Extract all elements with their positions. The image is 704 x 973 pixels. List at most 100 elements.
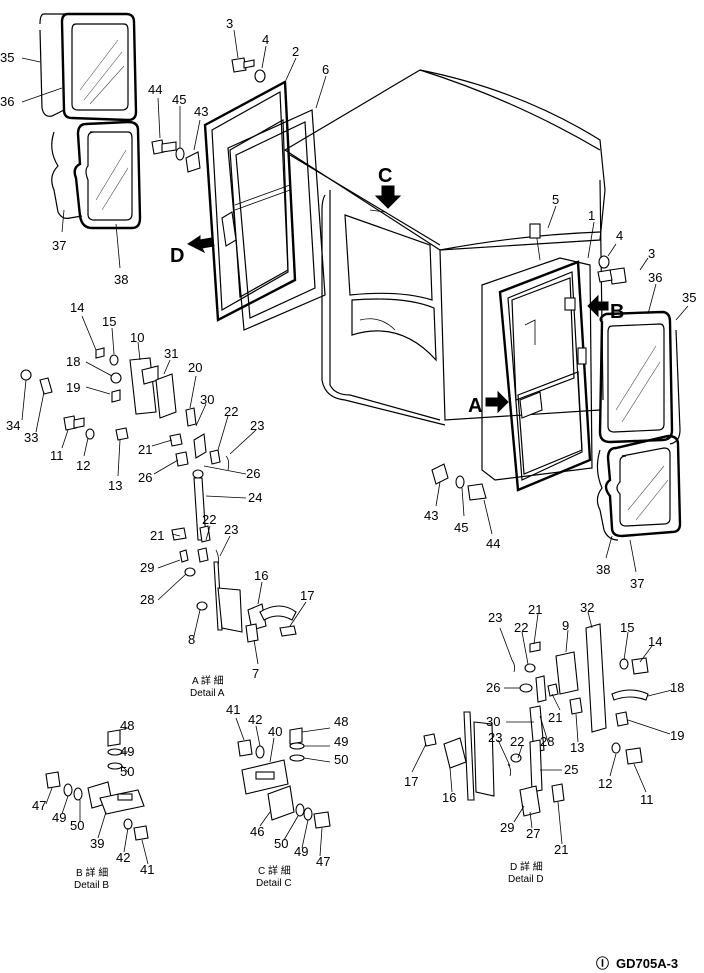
callout-23: 23 — [488, 610, 502, 625]
view-arrow-d: D — [170, 235, 215, 267]
callout-47: 47 — [32, 798, 46, 813]
callout-21: 21 — [150, 528, 164, 543]
detail-a-parts — [20, 347, 297, 643]
callout-13: 13 — [108, 478, 122, 493]
bolt-3-right — [597, 267, 627, 285]
callout-26: 26 — [486, 680, 500, 695]
callout-37: 37 — [630, 576, 644, 591]
left-door — [185, 80, 326, 331]
callout-43: 43 — [424, 508, 438, 523]
callout-3: 3 — [648, 246, 655, 261]
detail-c-caption: Detail C — [256, 878, 292, 889]
callout-18: 18 — [66, 354, 80, 369]
callout-4: 4 — [616, 228, 623, 243]
callout-49: 49 — [334, 734, 348, 749]
callout-21: 21 — [548, 710, 562, 725]
callout-48: 48 — [120, 718, 134, 733]
callout-46: 46 — [250, 824, 264, 839]
view-letter-c: C — [378, 165, 392, 187]
callout-21: 21 — [138, 442, 152, 457]
callout-43: 43 — [194, 104, 208, 119]
window-right-lower-38 — [604, 434, 682, 538]
callout-45: 45 — [172, 92, 186, 107]
callout-19: 19 — [670, 728, 684, 743]
detail-b-caption-jp: B 詳 細 — [76, 866, 108, 879]
detail-d-parts — [423, 623, 649, 817]
callout-36: 36 — [648, 270, 662, 285]
callout-21: 21 — [528, 602, 542, 617]
window-seal-right-37 — [596, 449, 619, 541]
callout-34: 34 — [6, 418, 20, 433]
callout-33: 33 — [24, 430, 38, 445]
drawing-code: Ⓘ GD705A-3 — [596, 956, 678, 971]
callout-42: 42 — [116, 850, 130, 865]
cab-body — [283, 69, 606, 426]
callout-19: 19 — [66, 380, 80, 395]
callout-22: 22 — [202, 512, 216, 527]
callout-40: 40 — [268, 724, 282, 739]
callout-50: 50 — [334, 752, 348, 767]
callout-17: 17 — [300, 588, 314, 603]
callout-28: 28 — [140, 592, 154, 607]
bracket-43-bottom — [431, 463, 449, 485]
view-arrow-c: C — [374, 165, 402, 209]
callout-48: 48 — [334, 714, 348, 729]
callout-49: 49 — [294, 844, 308, 859]
bolt-44-top — [151, 139, 177, 155]
callout-24: 24 — [248, 490, 262, 505]
callout-22: 22 — [224, 404, 238, 419]
callout-49: 49 — [52, 810, 66, 825]
callout-47: 47 — [316, 854, 330, 869]
callout-3: 3 — [226, 16, 233, 31]
callout-16: 16 — [442, 790, 456, 805]
callout-26: 26 — [138, 470, 152, 485]
window-seal-bottom-left-37 — [51, 131, 83, 219]
callout-5: 5 — [552, 192, 559, 207]
callout-29: 29 — [140, 560, 154, 575]
view-letter-d: D — [170, 245, 184, 267]
callout-39: 39 — [90, 836, 104, 851]
callout-12: 12 — [598, 776, 612, 791]
view-letter-a: A — [468, 395, 482, 417]
window-bottom-left-38 — [73, 120, 142, 230]
detail-captions: A 詳 細 Detail A B 詳 細 Detail B C 詳 細 Deta… — [74, 674, 544, 891]
callout-16: 16 — [254, 568, 268, 583]
detail-c-caption-jp: C 詳 細 — [258, 864, 291, 877]
callout-22: 22 — [514, 620, 528, 635]
view-letter-b: B — [610, 301, 624, 323]
window-right-upper-36 — [598, 310, 674, 444]
callout-17: 17 — [404, 774, 418, 789]
callout-6: 6 — [322, 62, 329, 77]
callout-23: 23 — [224, 522, 238, 537]
washer-45-top — [175, 147, 185, 161]
callout-28: 28 — [540, 734, 554, 749]
callout-31: 31 — [164, 346, 178, 361]
bolt-44-bottom — [467, 483, 487, 501]
window-seal-top-left-35 — [39, 13, 66, 117]
callout-4: 4 — [262, 32, 269, 47]
callout-29: 29 — [500, 820, 514, 835]
callout-13: 13 — [570, 740, 584, 755]
callout-50: 50 — [70, 818, 84, 833]
leader-lines — [21, 29, 689, 865]
callout-23: 23 — [250, 418, 264, 433]
callout-12: 12 — [76, 458, 90, 473]
callout-20: 20 — [188, 360, 202, 375]
callout-35: 35 — [0, 50, 14, 65]
callout-15: 15 — [102, 314, 116, 329]
callout-25: 25 — [564, 762, 578, 777]
callout-50: 50 — [120, 764, 134, 779]
callout-36: 36 — [0, 94, 14, 109]
callout-7: 7 — [252, 666, 259, 681]
callout-30: 30 — [486, 714, 500, 729]
callout-1: 1 — [588, 208, 595, 223]
callout-11: 11 — [50, 448, 64, 463]
drawing-code-prefix: Ⓘ — [596, 956, 609, 971]
callout-27: 27 — [526, 826, 540, 841]
callout-45: 45 — [454, 520, 468, 535]
detail-c-parts — [237, 727, 331, 829]
callout-11: 11 — [640, 792, 654, 807]
detail-b-caption: Detail B — [74, 880, 109, 891]
callout-2: 2 — [292, 44, 299, 59]
